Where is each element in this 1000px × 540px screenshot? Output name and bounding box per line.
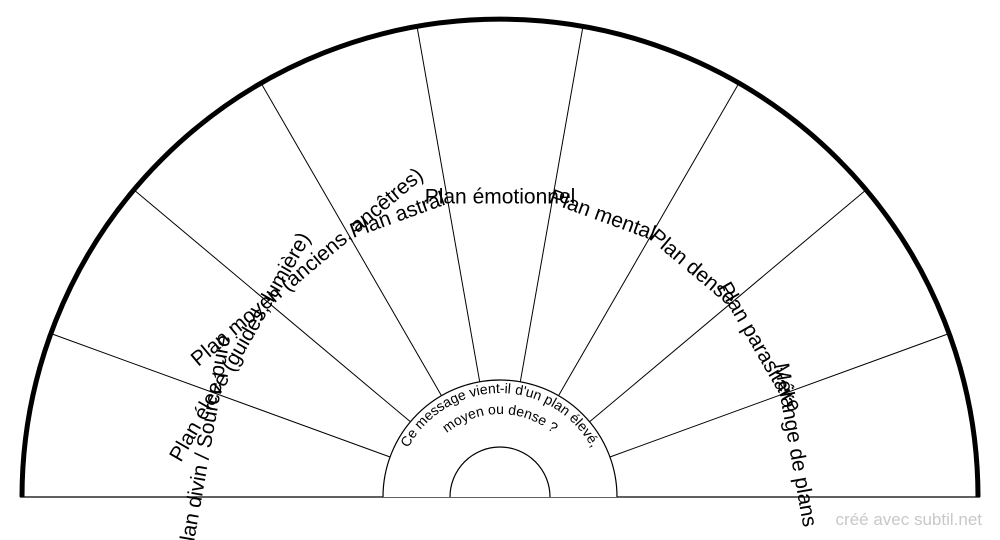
center-ring-outer [382,379,618,498]
sector-divider [416,26,481,382]
sector-divider [519,26,584,382]
sector-label: Plan moyen (anciens, ancêtres) [187,163,428,370]
center-ring-inner [449,446,551,498]
sector-divider [50,333,391,458]
sector-divider [133,189,411,423]
sector-label: Plan mental [547,185,659,245]
sector-divider [260,82,442,396]
outer-arc [19,16,981,498]
sector-divider [609,333,950,458]
sector-dividers [50,26,950,458]
sector-label: Mélange de plans [770,361,821,528]
credit-text: créé avec subtil.net [835,510,982,529]
sector-label: Plan émotionnel [425,186,576,209]
sector-divider [589,189,867,423]
sector-divider [558,82,740,396]
